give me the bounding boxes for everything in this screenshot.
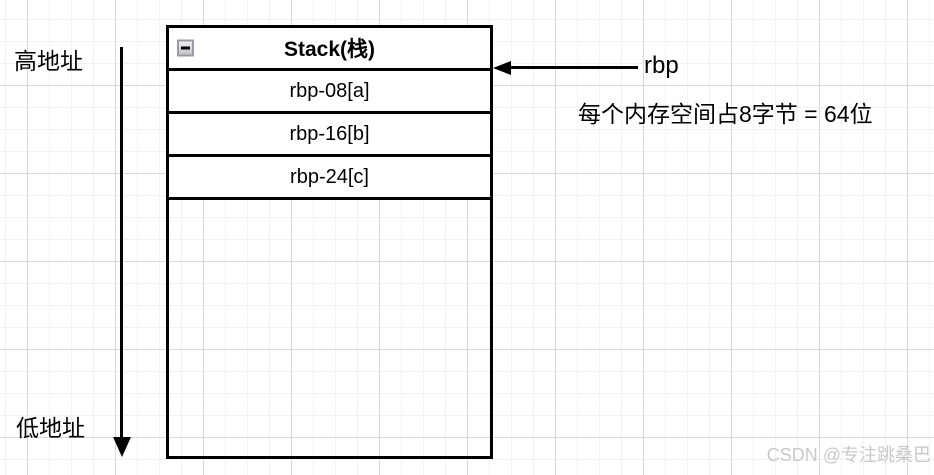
- arrow-down-icon: [113, 437, 131, 457]
- minus-icon: [181, 46, 190, 50]
- collapse-minus-icon[interactable]: [177, 39, 194, 57]
- watermark: CSDN @专注跳桑巴: [766, 445, 931, 465]
- arrow-left-icon: [493, 61, 511, 75]
- stack-empty-area: [169, 200, 490, 475]
- rbp-arrow-line: [507, 66, 638, 69]
- memory-size-note: 每个内存空间占8字节 = 64位: [578, 101, 873, 127]
- stack-title: Stack(栈): [283, 38, 376, 61]
- address-direction-arrow-line: [120, 47, 123, 439]
- stack-header: Stack(栈): [169, 28, 490, 71]
- stack-container: Stack(栈) rbp-08[a] rbp-16[b] rbp-24[c]: [166, 25, 493, 459]
- low-address-label: 低地址: [16, 415, 85, 441]
- stack-row-b: rbp-16[b]: [169, 114, 490, 157]
- high-address-label: 高地址: [14, 48, 83, 74]
- stack-row-c: rbp-24[c]: [169, 157, 490, 200]
- stack-row-a: rbp-08[a]: [169, 71, 490, 114]
- rbp-pointer-label: rbp: [644, 52, 679, 79]
